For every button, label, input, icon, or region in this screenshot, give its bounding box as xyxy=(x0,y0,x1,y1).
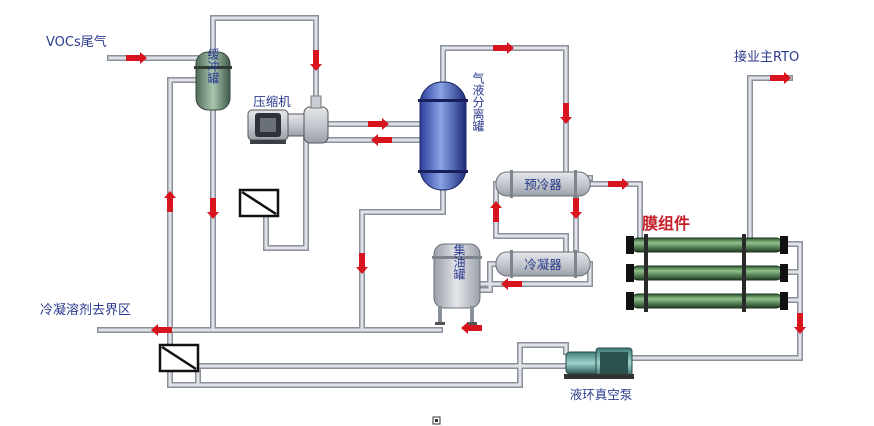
flow-arrow-icon xyxy=(356,253,368,274)
rto-outlet-label: 接业主RTO xyxy=(734,49,799,65)
pipe-segment xyxy=(587,181,643,241)
oil-collection-tank xyxy=(432,243,482,325)
flow-arrows xyxy=(126,42,806,336)
condenser xyxy=(495,250,591,278)
flow-arrow-icon xyxy=(126,52,147,64)
flow-arrow-icon xyxy=(770,72,791,84)
flow-arrow-icon xyxy=(560,103,572,124)
flow-arrow-icon xyxy=(493,42,514,54)
precooler-label: 预冷器 xyxy=(524,177,562,192)
liquid-ring-vacuum-pump xyxy=(564,347,634,379)
vacuum-pump-label: 液环真空泵 xyxy=(570,387,633,402)
pipe-segment xyxy=(747,75,793,241)
pipe-segment-highlight xyxy=(478,262,498,292)
valve-box-lower xyxy=(158,343,200,373)
pipe-segment-highlight xyxy=(360,188,445,332)
precooler xyxy=(495,170,591,198)
small-square-symbol xyxy=(432,416,441,425)
membrane-label: 膜组件 xyxy=(642,214,690,233)
pipe-segment-highlight xyxy=(748,76,792,240)
vocs-inlet-label: VOCs尾气 xyxy=(46,34,107,50)
flow-arrow-icon xyxy=(207,198,219,219)
valve-box-upper xyxy=(238,188,280,218)
pipe-segment-highlight xyxy=(264,138,308,250)
flow-arrow-icon xyxy=(368,118,389,130)
flow-arrow-icon xyxy=(608,178,629,190)
flow-arrow-icon xyxy=(794,313,806,334)
oil-tank-label: 集油罐 xyxy=(452,243,466,281)
flow-arrow-icon xyxy=(570,198,582,219)
flow-arrow-icon xyxy=(371,134,392,146)
flow-arrow-icon xyxy=(461,322,482,334)
condenser-label: 冷凝器 xyxy=(524,257,562,272)
membrane-modules xyxy=(626,234,788,312)
flow-arrow-icon xyxy=(151,324,172,336)
flow-arrow-icon xyxy=(501,278,522,290)
pipe-segment-highlight xyxy=(588,182,642,240)
separator-label: 气液分离罐 xyxy=(471,71,485,133)
buffer-tank xyxy=(194,51,232,111)
compressor xyxy=(247,95,329,144)
flow-arrow-icon xyxy=(310,50,322,71)
solvent-out-label: 冷凝溶剂去界区 xyxy=(40,302,131,318)
flow-arrow-icon xyxy=(490,201,502,222)
gas-liquid-separator xyxy=(418,81,468,191)
buffer-tank-label: 缓冲罐 xyxy=(206,48,220,85)
compressor-label: 压缩机 xyxy=(253,94,291,109)
flow-arrow-icon xyxy=(164,191,176,212)
